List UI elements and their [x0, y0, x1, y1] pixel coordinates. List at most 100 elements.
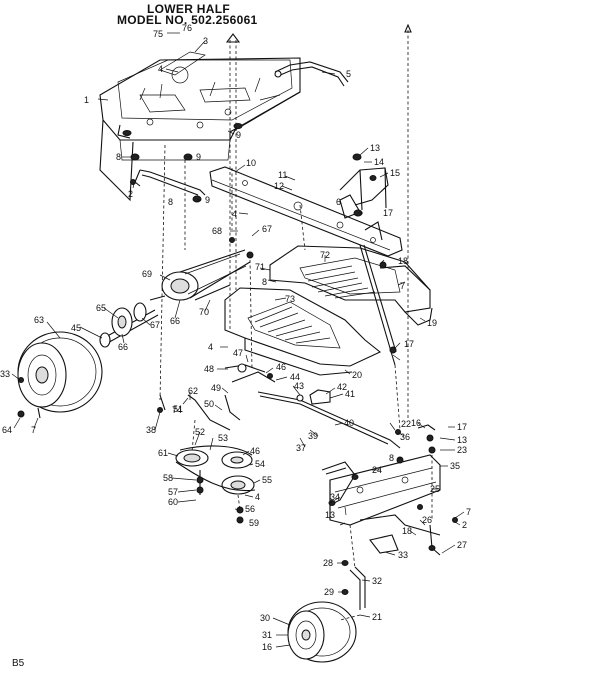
part-label: 7 [31, 425, 36, 435]
part-label: 56 [245, 504, 255, 514]
part-label: 1 [84, 95, 89, 105]
part-label: 44 [290, 372, 300, 382]
part-label: 10 [246, 158, 256, 168]
part-label: 35 [450, 461, 460, 471]
spindle-28 [341, 560, 366, 610]
part-label: 19 [427, 318, 437, 328]
part-label: 57 [168, 487, 178, 497]
drag-link [321, 461, 359, 506]
front-wheel [287, 601, 357, 663]
diagram-title-line2: MODEL NO. 502.256061 [117, 13, 258, 27]
part-label: 8 [262, 277, 267, 287]
part-label: 63 [34, 315, 44, 325]
part-label: 33 [398, 550, 408, 560]
part-label: 53 [218, 433, 228, 443]
part-label: 75 [153, 29, 163, 39]
part-label: 26 [422, 515, 432, 525]
part-label: 74 [172, 405, 182, 415]
part-label: 22 [401, 419, 411, 429]
drive-chain-assembly [149, 237, 254, 301]
leader-lines [11, 32, 465, 648]
brake-linkage [157, 363, 401, 449]
part-number-labels: 75 76 3 4 1 5 9 8 9 2 8 9 10 11 12 13 14… [0, 23, 471, 652]
part-label: 12 [274, 181, 284, 191]
part-label: 72 [320, 250, 330, 260]
part-label: 39 [308, 431, 318, 441]
part-label: 9 [236, 130, 241, 140]
part-label: 3 [203, 36, 208, 46]
part-label: 16 [411, 418, 421, 428]
part-label: 9 [196, 152, 201, 162]
part-label: 37 [296, 443, 306, 453]
part-label: 18 [402, 526, 412, 536]
part-label: 8 [168, 197, 173, 207]
front-axle [329, 454, 441, 526]
part-label: 73 [285, 294, 295, 304]
frame-deck [99, 51, 301, 202]
part-label: 64 [2, 425, 12, 435]
part-label: 71 [255, 262, 265, 272]
part-label: 14 [374, 157, 384, 167]
part-label: 16 [262, 642, 272, 652]
part-label: 55 [262, 475, 272, 485]
diagram-title-line1: LOWER HALF [147, 2, 230, 16]
part-label: 30 [260, 613, 270, 623]
part-label: 15 [390, 168, 400, 178]
part-label: 13 [457, 435, 467, 445]
part-label: 17 [383, 208, 393, 218]
part-label: 4 [158, 64, 163, 74]
shift-rod [274, 61, 349, 87]
part-label: 61 [158, 448, 168, 458]
part-label: 7 [466, 507, 471, 517]
part-label: 29 [324, 587, 334, 597]
part-label: 58 [163, 473, 173, 483]
part-label: 38 [146, 425, 156, 435]
part-label: 27 [457, 540, 467, 550]
part-label: 13 [370, 143, 380, 153]
part-label: 70 [199, 307, 209, 317]
part-label: 33 [0, 369, 10, 379]
part-label: 36 [400, 432, 410, 442]
part-label: 8 [116, 152, 121, 162]
part-label: 8 [389, 453, 394, 463]
part-label: 2 [462, 520, 467, 530]
rear-wheel [17, 331, 103, 419]
part-label: 34 [330, 492, 340, 502]
part-label: 50 [204, 399, 214, 409]
cross-channel [209, 166, 403, 257]
lift-link [130, 153, 206, 203]
part-label: 28 [323, 558, 333, 568]
part-label: 21 [372, 612, 382, 622]
part-label: 40 [344, 418, 354, 428]
part-label: 42 [337, 382, 347, 392]
part-label: 25 [430, 484, 440, 494]
part-label: 23 [457, 445, 467, 455]
pan-72 [269, 245, 433, 326]
part-label: 54 [255, 459, 265, 469]
part-label: 48 [204, 364, 214, 374]
bracket-14 [339, 153, 389, 217]
pulley-assembly [175, 445, 256, 524]
part-label: 62 [188, 386, 198, 396]
part-label: 65 [96, 303, 106, 313]
tie-rod [359, 504, 458, 556]
part-label: 76 [182, 23, 192, 33]
part-label: 17 [457, 422, 467, 432]
part-label: 5 [346, 69, 351, 79]
part-label: 7 [400, 281, 405, 291]
part-label: 4 [255, 492, 260, 502]
part-label: 41 [345, 389, 355, 399]
part-label: 6 [336, 197, 341, 207]
alignment-lines [159, 30, 433, 621]
part-label: 47 [233, 348, 243, 358]
part-label: 46 [276, 362, 286, 372]
page-number: B5 [12, 658, 25, 669]
part-label: 66 [170, 316, 180, 326]
part-label: 52 [195, 427, 205, 437]
part-label: 17 [404, 339, 414, 349]
part-label: 2 [128, 189, 133, 199]
part-label: 67 [150, 320, 160, 330]
part-label: 51 [173, 404, 183, 414]
part-label: 43 [294, 381, 304, 391]
